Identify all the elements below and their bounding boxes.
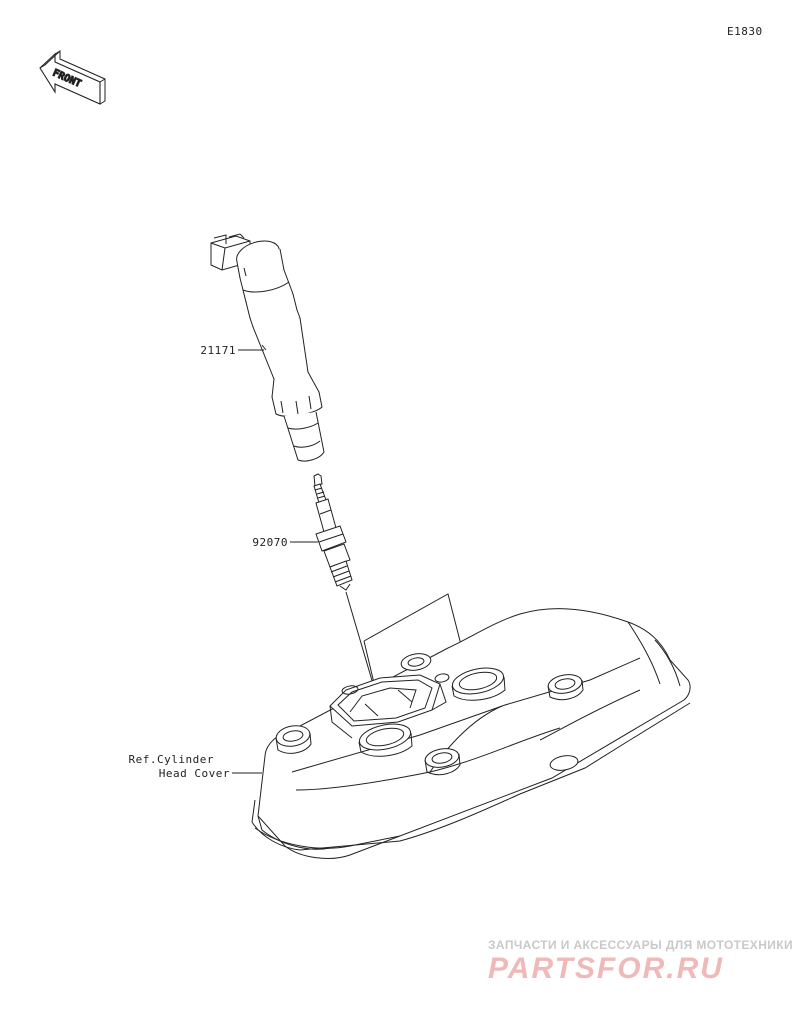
- front-arrow-icon: FRONT: [39, 50, 106, 105]
- diagram-code: E1830: [727, 25, 763, 38]
- reference-label-line2: Head Cover: [158, 767, 230, 780]
- spark-plug-drawing: [313, 473, 353, 591]
- part-number-21171[interactable]: 21171: [200, 344, 236, 357]
- cylinder-head-cover-drawing: [251, 608, 691, 859]
- watermark-logo: PARTSFOR.RU: [488, 952, 724, 985]
- ignition-coil-drawing: [210, 233, 325, 462]
- watermark-tagline: ЗАПЧАСТИ И АКСЕССУАРЫ ДЛЯ МОТОТЕХНИКИ: [488, 938, 794, 952]
- reference-label-line1: Ref.Cylinder: [128, 753, 214, 766]
- part-number-92070[interactable]: 92070: [252, 536, 288, 549]
